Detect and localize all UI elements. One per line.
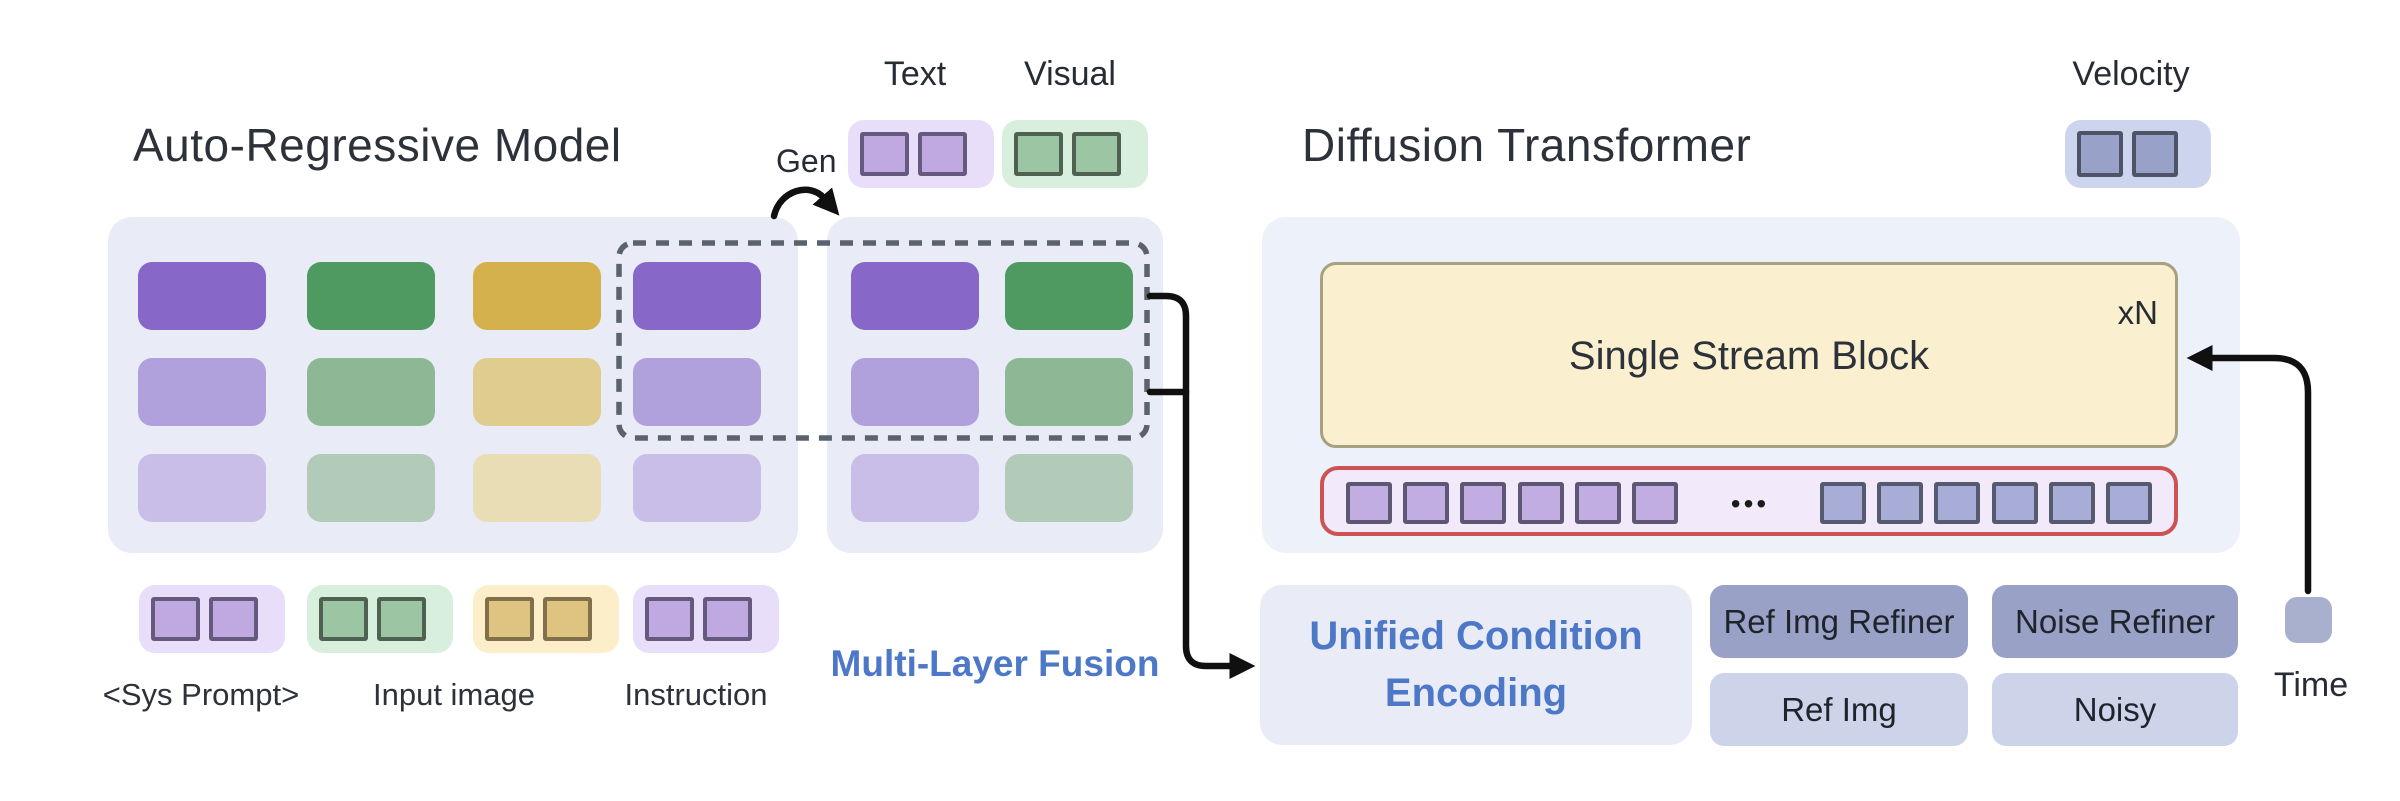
legend-pair-input-image-square-1: [319, 597, 368, 641]
condition-sequence-blue-token-1: [1820, 482, 1866, 524]
ar-grid-1-token-green-r2c2: [307, 358, 435, 426]
velocity-token-pair: [2065, 120, 2211, 188]
ar-grid-1-token-purple-r1c1: [138, 262, 266, 330]
ar-grid-2-token-purple-r2c1: [851, 358, 979, 426]
condition-sequence-blue-token-2: [1877, 482, 1923, 524]
repeat-xn-label: xN: [2117, 294, 2158, 331]
ar-grid-1-token-green-r3c2: [307, 454, 435, 522]
condition-sequence-purple-token-6: [1632, 482, 1678, 524]
ar-grid-2-token-green-r1c2: [1005, 262, 1133, 330]
condition-sequence-purple-token-3: [1460, 482, 1506, 524]
ar-grid-1-token-purple-r2c4: [633, 358, 761, 426]
noisy-box: Noisy: [1992, 673, 2238, 746]
text-token-pair-square-1: [860, 132, 909, 176]
diffusion-transformer-title: Diffusion Transformer: [1302, 119, 1752, 171]
condition-sequence-purple-token-1: [1346, 482, 1392, 524]
text-tokens-label: Text: [883, 55, 947, 93]
text-token-pair: [848, 120, 994, 188]
legend-pair-input-image-square-2: [377, 597, 426, 641]
unified-condition-encoding-box: Unified Condition Encoding: [1260, 585, 1692, 745]
single-stream-block-label: Single Stream Block: [1568, 334, 1930, 378]
ar-grid-1-token-purple-r3c1: [138, 454, 266, 522]
ar-grid-1-token-green-r1c2: [307, 262, 435, 330]
ref-img-refiner-label: Ref Img Refiner: [1723, 602, 1955, 640]
legend-pair-gold-square-1: [485, 597, 534, 641]
ar-grid-1-token-gold-r3c3: [473, 454, 601, 522]
ar-grid-1-token-gold-r2c3: [473, 358, 601, 426]
condition-sequence-blue-token-4: [1992, 482, 2038, 524]
ar-grid-1-token-purple-r3c4: [633, 454, 761, 522]
visual-token-pair-square-2: [1072, 132, 1121, 176]
ref-img-refiner-box: Ref Img Refiner: [1710, 585, 1968, 658]
legend-sys-prompt-label: <Sys Prompt>: [102, 677, 300, 712]
legend-pair-sys-prompt: [139, 585, 285, 653]
legend-pair-instruction-square-2: [703, 597, 752, 641]
ar-grid-1-token-purple-r2c1: [138, 358, 266, 426]
condition-sequence-purple-token-2: [1403, 482, 1449, 524]
legend-instruction-label: Instruction: [624, 677, 768, 712]
time-token: [2285, 597, 2332, 643]
ar-grid-2-token-green-r2c2: [1005, 358, 1133, 426]
ar-grid-2-token-green-r3c2: [1005, 454, 1133, 522]
unified-condition-encoding-line2: Encoding: [1384, 671, 1568, 715]
condition-sequence-blue-token-3: [1934, 482, 1980, 524]
legend-pair-input-image: [307, 585, 453, 653]
visual-tokens-label: Visual: [1024, 55, 1116, 93]
legend-pair-sys-prompt-square-1: [151, 597, 200, 641]
time-label: Time: [2273, 666, 2349, 704]
velocity-label: Velocity: [2072, 55, 2190, 93]
ar-grid-2-token-purple-r1c1: [851, 262, 979, 330]
multi-layer-fusion-label: Multi-Layer Fusion: [830, 643, 1160, 684]
legend-pair-instruction: [633, 585, 779, 653]
condition-sequence-purple-token-4: [1518, 482, 1564, 524]
legend-pair-gold-square-2: [543, 597, 592, 641]
velocity-token-pair-square-2: [2132, 131, 2178, 177]
condition-sequence-blue-token-6: [2106, 482, 2152, 524]
visual-token-pair: [1002, 120, 1148, 188]
text-token-pair-square-2: [918, 132, 967, 176]
single-stream-block: [1320, 262, 2178, 448]
unified-condition-encoding-line1: Unified Condition: [1309, 614, 1643, 659]
gen-label: Gen: [776, 143, 837, 179]
ref-img-box: Ref Img: [1710, 673, 1968, 746]
velocity-token-pair-square-1: [2077, 131, 2123, 177]
ar-grid-1-token-purple-r1c4: [633, 262, 761, 330]
noise-refiner-label: Noise Refiner: [2015, 602, 2215, 640]
auto-regressive-title: Auto-Regressive Model: [133, 119, 622, 171]
noisy-label: Noisy: [2073, 690, 2157, 728]
condition-sequence-blue-token-5: [2049, 482, 2095, 524]
gen-arrow: [770, 186, 840, 220]
condition-sequence-purple-token-5: [1575, 482, 1621, 524]
legend-input-image-label: Input image: [373, 677, 535, 712]
legend-pair-sys-prompt-square-2: [209, 597, 258, 641]
ar-grid-1-token-gold-r1c3: [473, 262, 601, 330]
visual-token-pair-square-1: [1014, 132, 1063, 176]
legend-pair-instruction-square-1: [645, 597, 694, 641]
legend-pair-gold: [473, 585, 619, 653]
ar-grid-2-token-purple-r3c1: [851, 454, 979, 522]
ref-img-label: Ref Img: [1781, 690, 1897, 728]
noise-refiner-box: Noise Refiner: [1992, 585, 2238, 658]
ellipsis-dots: •••: [1730, 488, 1770, 519]
